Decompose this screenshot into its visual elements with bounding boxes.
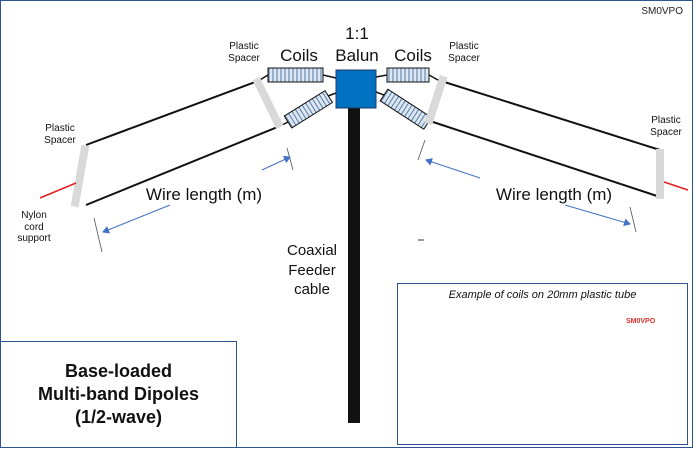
left-upper-wire [85, 80, 259, 146]
photo-box: Example of coils on 20mm plastic tube SM… [397, 283, 688, 445]
balun-ratio-label: 1:1 [345, 24, 369, 43]
right-length-arrow-right [564, 204, 631, 227]
left-inner-spacer [252, 76, 284, 130]
left-wire-length-label: Wire length (m) [145, 185, 263, 204]
right-wire-length-label: Wire length (m) [495, 185, 613, 204]
left-lower-coil [283, 89, 334, 129]
right-length-arrow-left [425, 158, 481, 179]
balun-label: Balun [335, 46, 379, 65]
title-box: Base-loaded Multi-band Dipoles (1/2-wave… [0, 341, 237, 448]
left-length-arrow-left [102, 204, 171, 234]
right-upper-coil [386, 67, 430, 83]
right-outer-spacer [656, 149, 664, 199]
title-line-1: Base-loaded [64, 360, 173, 381]
callsign-label: SM0VPO [641, 6, 683, 17]
right-coils-label: Coils [394, 46, 432, 65]
right-lower-coil [379, 88, 433, 130]
title-line-3: (1/2-wave) [74, 407, 163, 428]
left-upper-coil [267, 67, 324, 83]
right-inner-spacer [424, 74, 448, 126]
right-nylon-cord [663, 181, 689, 191]
photo-watermark: SM0VPO [626, 318, 656, 325]
right-lower-wire [432, 121, 661, 198]
left-lower-wire [85, 125, 281, 206]
photo-caption: Example of coils on 20mm plastic tube [448, 289, 637, 301]
right-upper-wire [437, 79, 661, 151]
left-length-arrow-right [261, 155, 291, 171]
left-outer-spacer [70, 144, 90, 208]
title-line-2: Multi-band Dipoles [38, 383, 199, 404]
left-nylon-cord [39, 182, 77, 199]
coax-feeder-cable [348, 108, 360, 423]
balun-box [335, 69, 377, 109]
left-coils-label: Coils [280, 46, 318, 65]
